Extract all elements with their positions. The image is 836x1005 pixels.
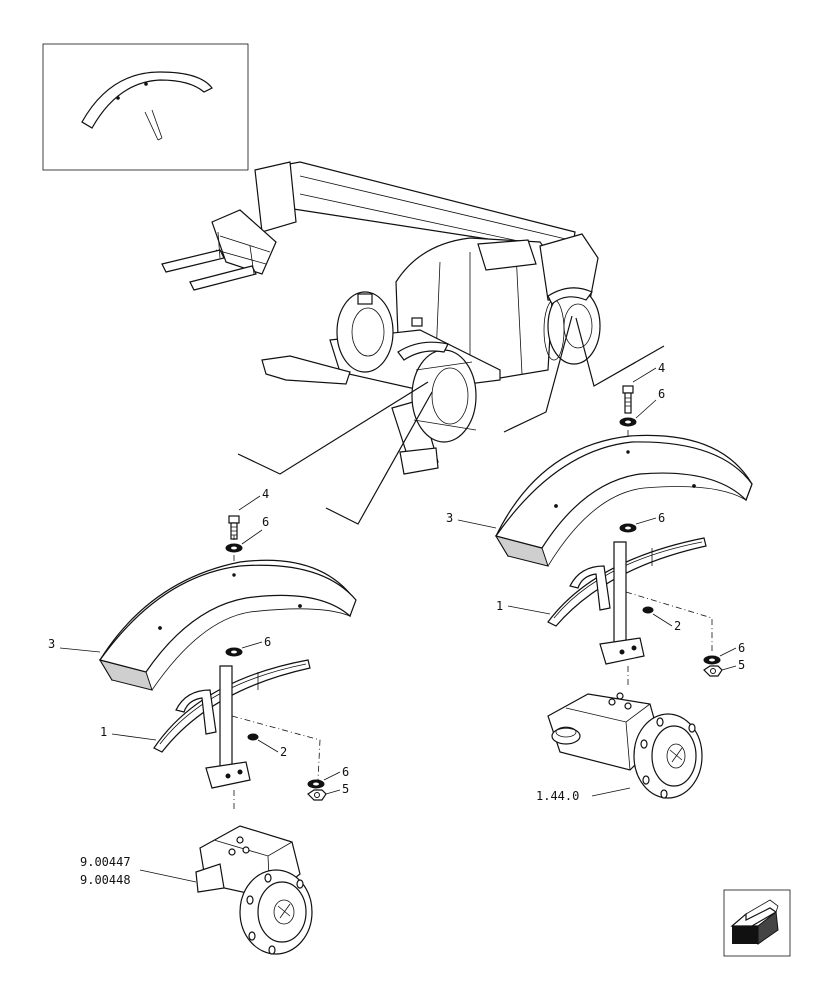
right-fender-assembly: 4 6 3 6 [446,361,753,803]
callout-right-bracket: 1 [496,599,503,613]
left-fender-assembly: 4 6 3 6 [48,487,357,955]
callout-left-washer-mid: 6 [264,635,271,649]
callout-left-washer-low: 6 [342,765,349,779]
right-fender [494,434,753,567]
callout-right-washer-low: 6 [738,641,745,655]
callout-left-fender: 3 [48,637,55,651]
next-page-arrow-icon[interactable] [723,889,791,957]
callout-left-bracket: 1 [100,725,107,739]
callout-right-fender: 3 [446,511,453,525]
bolt [622,385,634,414]
callout-left-nut: 5 [342,782,349,796]
callout-right-mount-hole: 2 [674,619,681,633]
callout-right-washer-top: 6 [658,387,665,401]
callout-left-mount-hole: 2 [280,745,287,759]
left-bracket [153,659,311,789]
left-axle-hub [195,825,313,955]
callout-left-axle-ref-b: 9.00448 [80,873,131,887]
right-axle-hub [547,692,703,799]
callout-right-washer-mid: 6 [658,511,665,525]
callout-right-nut: 5 [738,658,745,672]
callout-left-axle-ref-a: 9.00447 [80,855,131,869]
right-bracket [547,537,707,665]
callout-left-bolt: 4 [262,487,269,501]
left-fender [98,559,357,691]
callout-right-bolt: 4 [658,361,665,375]
callout-left-washer-top: 6 [262,515,269,529]
callout-right-axle-ref: 1.44.0 [536,789,579,803]
fender-thumbnail-icon [42,43,249,171]
telehandler-machine [161,161,601,475]
